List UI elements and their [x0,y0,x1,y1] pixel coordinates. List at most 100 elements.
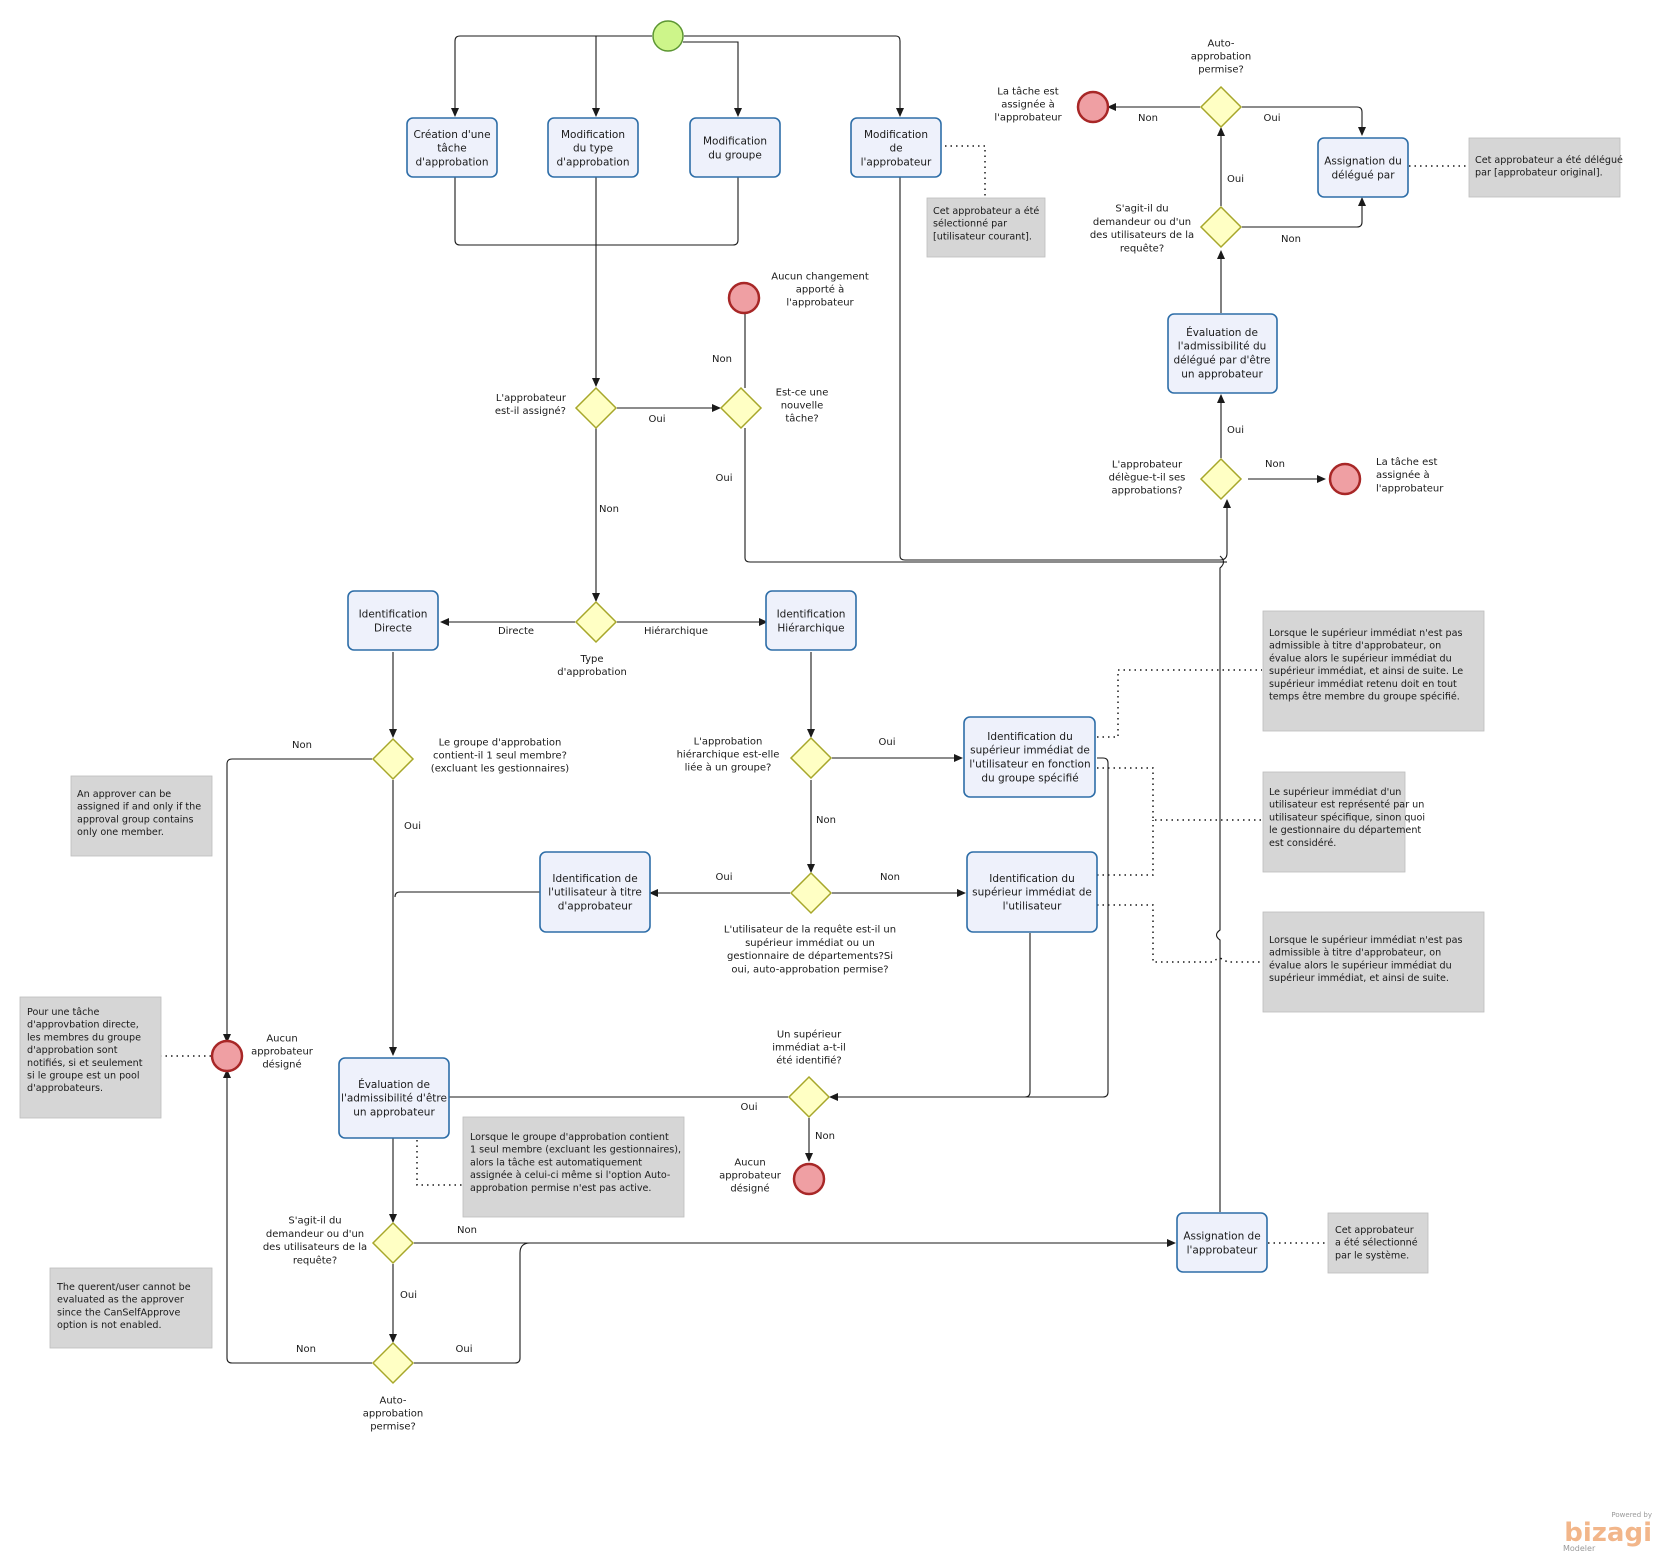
flow-label-assigne-oui: Oui [649,414,666,425]
flow-label-auto-top-oui: Oui [1264,113,1281,124]
gateway-hierarchique-liee [789,736,833,780]
gateway-approbateur-assigne [574,386,618,430]
gateway-demandeur-top [1199,205,1243,249]
flow-label-delegue-non: Non [1265,459,1285,470]
assoc-sup-user-2 [1097,904,1262,963]
bizagi-logo: Powered by bizagi Modeler [1563,1511,1652,1553]
flow-label-auto-oui: Oui [456,1344,473,1355]
start-event [652,20,684,52]
gateway-groupe-un-membre [371,737,415,781]
flow-label-hierarchique: Hiérarchique [644,625,708,637]
flow-sup-groupe-down [1097,757,1109,1098]
flow-label-auto-non: Non [296,1344,316,1355]
flow-label-sup-identifie-non: Non [815,1131,835,1142]
flow-auto-non [223,1069,372,1364]
flow-start-modif-groupe [683,41,742,117]
gateway-nouvelle-tache [719,386,763,430]
end-event-aucun-changement [727,281,761,315]
assoc-sup-groupe-2 [1097,767,1262,821]
flow-auto-top-oui [1242,106,1366,136]
flow-label-demandeur-top-oui: Oui [1227,174,1244,185]
flow-label-sup-identifie-oui: Oui [741,1102,758,1113]
flow-label-demandeur-top-non: Non [1281,234,1301,245]
flow-label-nouvelle-non: Non [712,354,732,365]
gateway-user-superieur [789,871,833,915]
end-event-aucun-designe-left [210,1039,244,1073]
flow-modif-approbateur-down [899,177,906,561]
flow-assignation-up [1215,555,1225,1212]
end-event-tache-assignee-top [1076,90,1110,124]
flow-label-directe: Directe [498,626,534,637]
associations [160,145,1468,1244]
gateway-superieur-identifie [787,1075,831,1119]
gateway-auto-permise-bottom [371,1341,415,1385]
flow-labels: Non Oui Oui Non Non Oui Oui Non Oui Non … [292,113,1301,1355]
end-event-aucun-designe-mid [792,1162,826,1196]
gateway-demandeur-bottom [371,1221,415,1265]
gateway-auto-permise-top [1199,85,1243,129]
assoc-modif-approbateur [945,145,986,197]
sequence-flows [223,35,1366,1364]
branding-powered-by: Powered by [1611,1511,1652,1519]
assoc-eval-approbateur [416,1140,462,1186]
flow-label-groupe-oui: Oui [404,821,421,832]
flow-auto-oui [414,1242,531,1364]
flow-sup-user-down [1024,933,1031,1098]
flow-label-liee-oui: Oui [879,737,896,748]
gateways [371,85,1243,1385]
flow-label-auto-top-non: Non [1138,113,1158,124]
end-event-tache-assignee-right [1328,462,1362,496]
gateway-delegue [1199,457,1243,501]
flow-user-to-eval [394,891,540,898]
flow-label-user-sup-oui: Oui [716,872,733,883]
events [210,20,1362,1196]
